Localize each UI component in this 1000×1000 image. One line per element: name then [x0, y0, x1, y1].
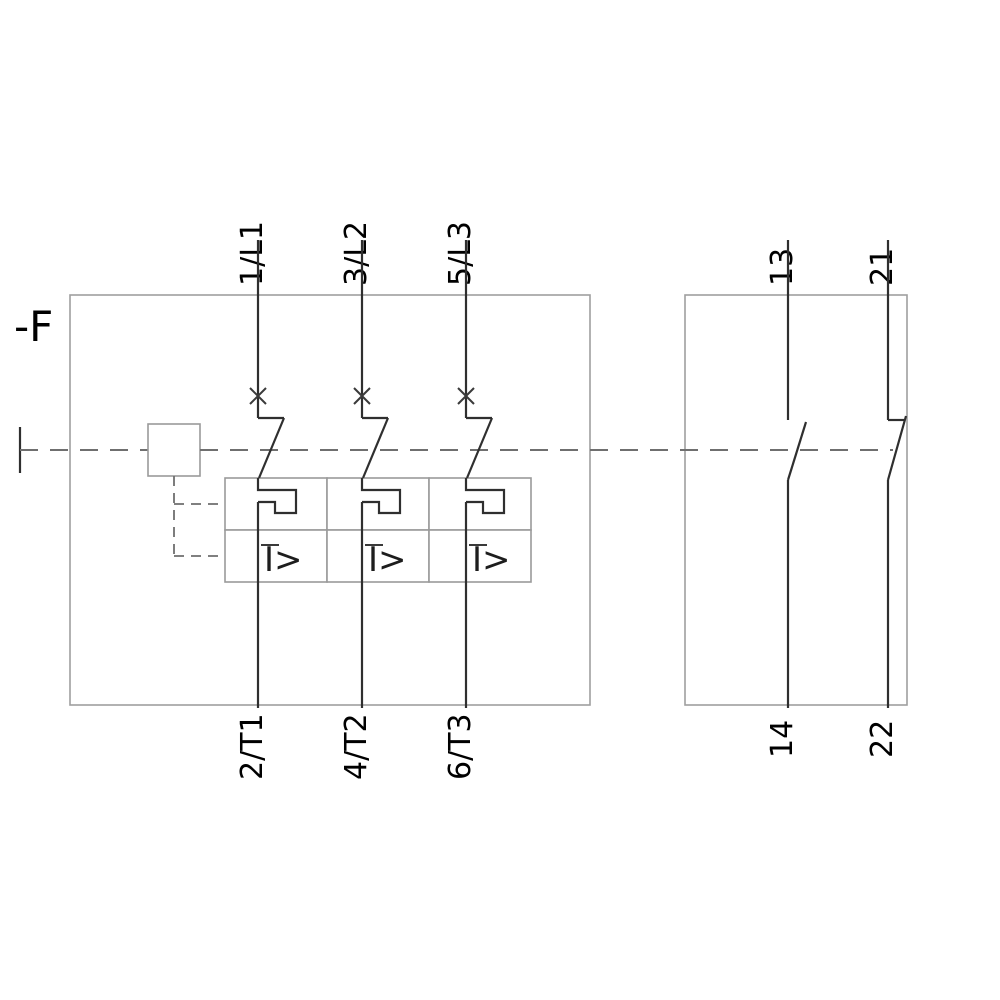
terminal-label-bottom: 6/T3 [443, 713, 478, 780]
mechanism-box [147, 423, 201, 477]
thermal-element-path [256, 478, 298, 515]
breaker-x-icon [353, 387, 371, 405]
breaker-x-icon [457, 387, 475, 405]
terminal-label-bottom: 4/T2 [339, 713, 374, 780]
aux-terminal-label-top: 13 [765, 248, 800, 286]
thermal-release-cell [428, 477, 532, 531]
aux-no-contact: 13 14 [765, 240, 808, 758]
actuator-mechanism [18, 423, 893, 557]
aux-terminal-label-bottom: 14 [765, 720, 800, 758]
terminal-label-bottom: 2/T1 [235, 713, 270, 780]
terminal-label-top: 3/L2 [339, 221, 374, 286]
aux-no-blade [786, 421, 808, 481]
contact-blade [361, 417, 390, 479]
pole-3: 5/L3 I> 6/T3 [443, 221, 511, 780]
terminal-label-top: 5/L3 [443, 221, 478, 286]
breaker-x-icon [249, 387, 267, 405]
overcurrent-release-symbol: I> [264, 540, 303, 580]
contact-blade [465, 417, 494, 479]
thermal-element-path [360, 478, 402, 515]
overcurrent-release-symbol: I> [472, 540, 511, 580]
device-designation-label: -F [14, 302, 53, 351]
contact-blade [257, 417, 286, 479]
pole-1: 1/L1 I> 2/T1 [235, 221, 303, 780]
release-block [224, 477, 532, 583]
magnetic-release-cell [224, 529, 328, 583]
magnetic-release-cell [428, 529, 532, 583]
aux-terminal-label-bottom: 22 [865, 720, 900, 758]
aux-contact-enclosure [684, 294, 908, 706]
main-breaker-enclosure [69, 294, 591, 706]
terminal-label-top: 1/L1 [235, 221, 270, 286]
aux-nc-contact: 21 22 [865, 240, 908, 758]
magnetic-release-cell [326, 529, 430, 583]
thermal-element-path [464, 478, 506, 515]
aux-nc-blade [886, 415, 908, 481]
aux-terminal-label-top: 21 [865, 248, 900, 286]
pole-2: 3/L2 I> 4/T2 [339, 221, 407, 780]
overcurrent-release-symbol: I> [368, 540, 407, 580]
